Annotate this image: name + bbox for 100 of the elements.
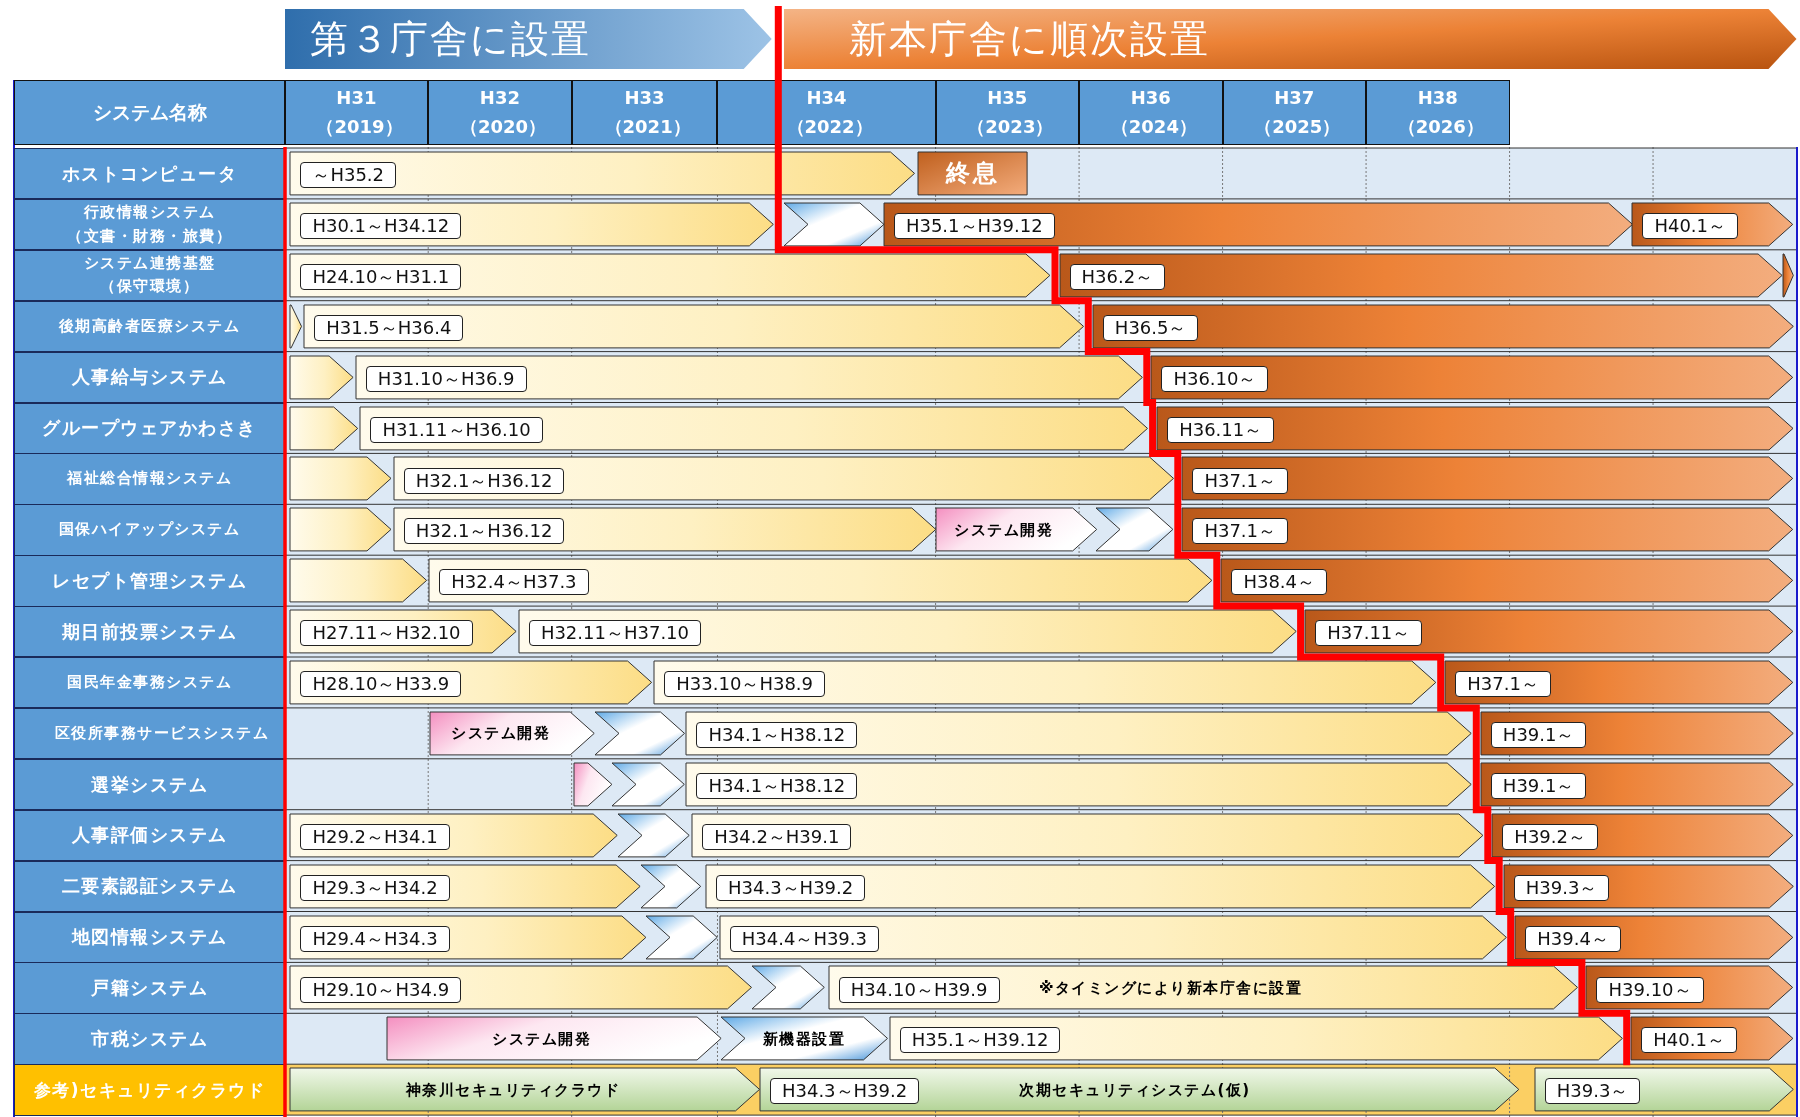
date-label: H29.2～H34.1 <box>300 823 450 850</box>
date-label: H40.1～ <box>1641 1027 1737 1054</box>
row-header-cell: 福祉総合情報システム <box>14 453 285 505</box>
date-label: H39.1～ <box>1490 772 1587 799</box>
schedule-bar <box>1221 559 1794 603</box>
date-label: H29.10～H34.9 <box>300 976 462 1003</box>
bar-label: システム開発 <box>491 1028 593 1049</box>
date-label: H36.2～ <box>1069 263 1166 290</box>
row-header-cell: 人事評価システム <box>14 809 285 862</box>
schedule-bar <box>1096 508 1174 552</box>
header-cell: H33（2021） <box>571 80 718 145</box>
schedule-bar <box>1182 508 1794 552</box>
date-label: H31.5～H36.4 <box>314 314 464 341</box>
row-header-cell: 後期高齢者医療システム <box>14 300 285 353</box>
row-header-cell: 国民年金事務システム <box>14 657 285 709</box>
date-label: H36.5～ <box>1102 314 1199 341</box>
schedule-bar <box>1445 661 1794 704</box>
schedule-bar <box>1631 1017 1794 1061</box>
schedule-bar <box>386 1017 721 1061</box>
banner-text: 第３庁舎に設置 <box>309 16 591 62</box>
row-header-cell: 地図情報システム <box>14 911 285 963</box>
schedule-bar <box>1534 1068 1794 1112</box>
date-label: H39.4～ <box>1525 925 1621 952</box>
date-label: H28.10～H33.9 <box>300 671 462 698</box>
schedule-bar <box>640 864 701 908</box>
schedule-bar <box>290 253 1051 297</box>
date-label: H39.3～ <box>1544 1078 1641 1105</box>
banner-text: 新本庁舎に順次設置 <box>849 16 1211 62</box>
schedule-bar <box>759 1068 1519 1112</box>
banner-arrow <box>284 9 772 69</box>
schedule-bar <box>611 762 685 806</box>
schedule-bar <box>720 1017 888 1061</box>
schedule-bar <box>784 202 884 246</box>
date-label: H32.1～H36.12 <box>403 467 565 494</box>
schedule-bar <box>430 711 595 755</box>
schedule-bar <box>290 1068 760 1112</box>
schedule-bar <box>1515 915 1794 959</box>
status-box <box>918 152 1028 195</box>
row-header-cell: 戸籍システム <box>14 962 285 1014</box>
schedule-bar <box>1480 711 1794 755</box>
row-header-cell: 人事給与システム <box>14 351 285 403</box>
schedule-bar <box>573 762 612 806</box>
date-label: H34.2～H39.1 <box>702 823 852 850</box>
date-label: H24.10～H31.1 <box>300 263 462 290</box>
bar-label: 神奈川セキュリティクラウド <box>404 1079 622 1100</box>
header-cell: H34（2022） <box>717 80 936 145</box>
date-label: H37.11～ <box>1315 620 1423 647</box>
schedule-bar <box>594 711 685 755</box>
date-label: H38.4～ <box>1231 569 1328 596</box>
date-label: ～H35.2 <box>300 162 397 189</box>
header-cell: H31（2019） <box>284 80 429 145</box>
schedule-bar <box>290 406 359 450</box>
schedule-bar <box>646 915 718 959</box>
date-label: H31.11～H36.10 <box>370 416 543 443</box>
schedule-bar <box>290 152 915 195</box>
date-label: H34.4～H39.3 <box>729 925 879 952</box>
schedule-bar <box>706 864 1495 908</box>
date-label: H34.3～H39.2 <box>769 1078 920 1105</box>
schedule-bar <box>290 202 774 246</box>
date-label: H36.10～ <box>1161 365 1269 392</box>
schedule-bar <box>290 661 652 704</box>
schedule-bar <box>617 813 689 857</box>
date-label: H32.1～H36.12 <box>403 518 565 545</box>
schedule-bar <box>828 966 1578 1010</box>
date-label: H34.3～H39.2 <box>716 874 866 901</box>
schedule-bar <box>1092 304 1794 348</box>
schedule-bar <box>1632 202 1794 246</box>
date-label: H39.3～ <box>1513 874 1610 901</box>
date-label: H29.3～H34.2 <box>300 874 450 901</box>
schedule-bar <box>1480 762 1794 806</box>
row-header-cell: 参考)セキュリティクラウド <box>14 1064 285 1116</box>
date-label: H37.1～ <box>1192 518 1288 545</box>
date-label: H29.4～H34.3 <box>300 925 450 952</box>
status-label: 終息 <box>944 158 1001 189</box>
row-header-cell: 二要素認証システム <box>14 860 285 912</box>
date-label: H39.10～ <box>1596 976 1704 1003</box>
row-header-cell: 行政情報システム（文書・財務・旅費） <box>14 198 285 251</box>
row-header-cell: 選挙システム <box>14 758 285 811</box>
row-header-cell: グループウェアかわさき <box>14 402 285 454</box>
row-header-cell: 期日前投票システム <box>14 606 285 658</box>
row-header-cell: 国保ハイアップシステム <box>14 504 285 556</box>
date-label: H32.4～H37.3 <box>439 569 589 596</box>
date-label: H37.1～ <box>1192 467 1288 494</box>
header-cell: H32（2020） <box>428 80 572 145</box>
schedule-bar <box>1151 355 1794 399</box>
schedule-bar <box>692 813 1484 857</box>
date-label: H40.1～ <box>1642 213 1738 240</box>
date-label: H34.10～H39.9 <box>838 976 1000 1003</box>
date-label: H32.11～H37.10 <box>528 620 701 647</box>
schedule-bar <box>751 966 825 1010</box>
date-label: H39.2～ <box>1502 823 1598 850</box>
bar-label: 新機器設置 <box>761 1028 847 1049</box>
note-text: ※タイミングにより新本庁舎に設置 <box>1038 977 1303 998</box>
schedule-bar <box>1586 966 1794 1010</box>
row-header-cell: ホストコンピュータ <box>14 148 285 200</box>
schedule-bar <box>290 559 427 603</box>
row-header-cell: システム連携基盤（保守環境） <box>14 249 285 302</box>
schedule-bar <box>1492 813 1794 857</box>
date-label: H34.1～H38.12 <box>696 722 858 749</box>
header-cell: H36（2024） <box>1079 80 1223 145</box>
